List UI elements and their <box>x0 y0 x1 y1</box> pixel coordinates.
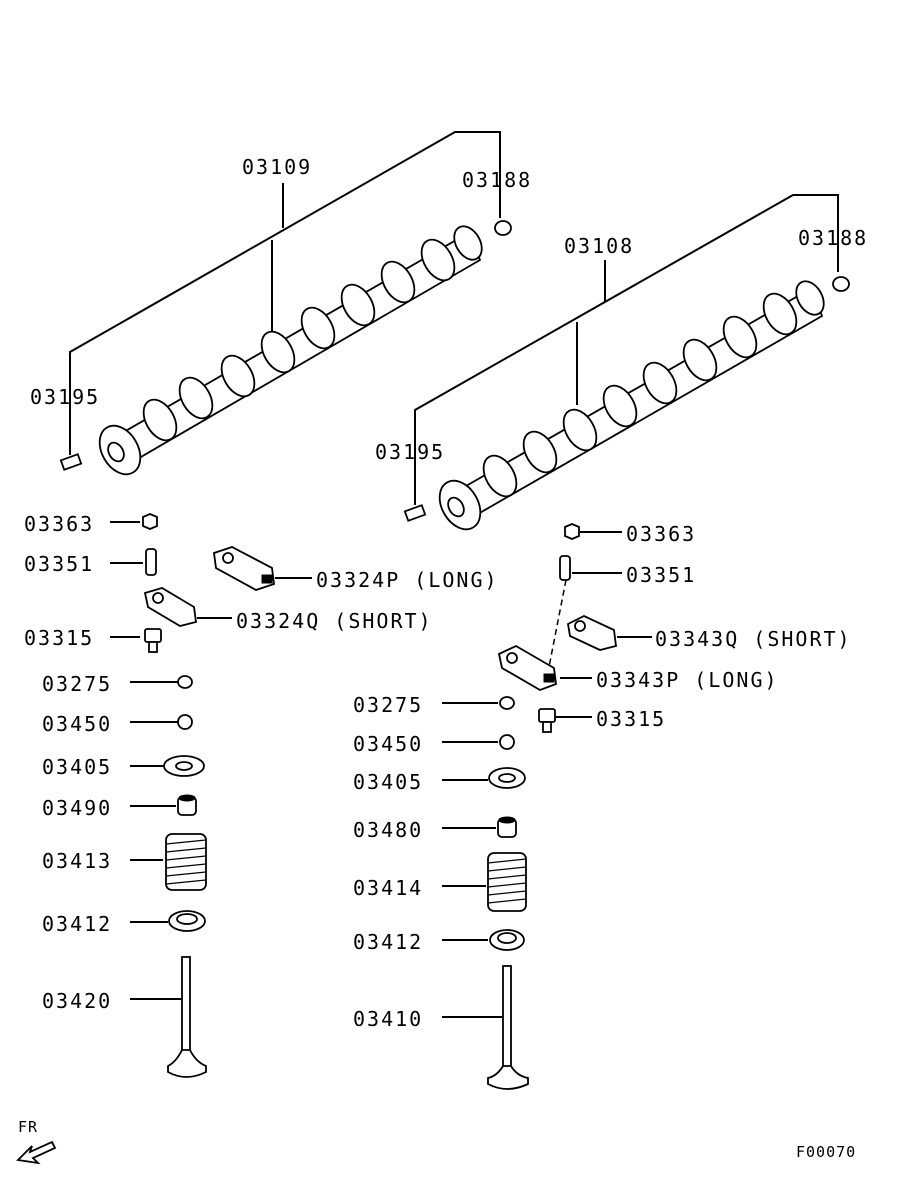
label-lash-right: 03275 <box>353 693 423 717</box>
label-cam-a: 03109 <box>242 155 312 179</box>
front-arrow-icon: FR <box>16 1118 57 1165</box>
label-nut-left: 03363 <box>24 512 94 536</box>
seal-left <box>177 794 197 816</box>
part-labels: 03109 03188 03108 03188 03195 03195 0336… <box>24 155 868 1031</box>
plug-a <box>494 220 512 236</box>
rocker-long-right <box>497 644 557 691</box>
label-retainer-left: 03405 <box>42 755 112 779</box>
label-rocker-short-right: 03343Q (SHORT) <box>655 627 852 651</box>
label-cam-b: 03108 <box>564 234 634 258</box>
bolt-left <box>144 628 162 653</box>
rocker-short-right <box>567 615 617 651</box>
cam-lobes-b <box>438 280 825 531</box>
label-pin-a: 03195 <box>30 385 100 409</box>
label-rocker-long-left: 03324P (LONG) <box>316 568 499 592</box>
label-rocker-long-right: 03343P (LONG) <box>596 668 779 692</box>
label-valve-right: 03410 <box>353 1007 423 1031</box>
label-rocker-short-left: 03324Q (SHORT) <box>236 609 433 633</box>
adjuster-left <box>145 548 157 576</box>
valve-right <box>487 965 529 1090</box>
nut-right <box>564 523 580 540</box>
rocker-long-left <box>213 546 275 591</box>
label-seal-left: 03490 <box>42 796 112 820</box>
rocker-short-left <box>143 587 197 627</box>
right-valve-train <box>487 523 617 1090</box>
direction-label: FR <box>18 1118 38 1136</box>
lash-right <box>499 696 515 710</box>
label-bolt-right: 03315 <box>596 707 666 731</box>
retainer-left <box>163 755 205 777</box>
label-pin-b: 03195 <box>375 440 445 464</box>
label-retainer-right: 03405 <box>353 770 423 794</box>
label-seat-right: 03412 <box>353 930 423 954</box>
label-adjuster-left: 03351 <box>24 552 94 576</box>
label-nut-right: 03363 <box>626 522 696 546</box>
cam-lobes-a <box>98 225 483 476</box>
plug-b <box>832 276 850 292</box>
seat-right <box>489 929 525 951</box>
bolt-right <box>538 708 556 733</box>
label-bolt-left: 03315 <box>24 626 94 650</box>
left-valve-train <box>142 513 275 1078</box>
label-valve-left: 03420 <box>42 989 112 1013</box>
label-plug-a: 03188 <box>462 168 532 192</box>
key-right <box>499 734 515 750</box>
camshaft-03108 <box>403 276 850 531</box>
retainer-right <box>488 767 526 789</box>
label-key-right: 03450 <box>353 732 423 756</box>
pin-a <box>59 453 83 471</box>
leader-lines <box>69 131 839 1018</box>
figure-code: F00070 <box>796 1143 856 1161</box>
camshaft-03109 <box>59 220 512 476</box>
label-seal-right: 03480 <box>353 818 423 842</box>
seal-right <box>497 816 517 838</box>
spring-left <box>165 833 207 891</box>
label-spring-right: 03414 <box>353 876 423 900</box>
label-seat-left: 03412 <box>42 912 112 936</box>
label-lash-left: 03275 <box>42 672 112 696</box>
spring-right <box>487 852 527 912</box>
label-adjuster-right: 03351 <box>626 563 696 587</box>
key-left <box>177 714 193 730</box>
nut-left <box>142 513 158 530</box>
adjuster-right <box>559 555 571 581</box>
label-spring-left: 03413 <box>42 849 112 873</box>
pin-b <box>403 504 427 522</box>
label-plug-b: 03188 <box>798 226 868 250</box>
valve-left <box>167 956 207 1078</box>
lash-left <box>177 675 193 689</box>
label-key-left: 03450 <box>42 712 112 736</box>
seat-left <box>168 910 206 932</box>
